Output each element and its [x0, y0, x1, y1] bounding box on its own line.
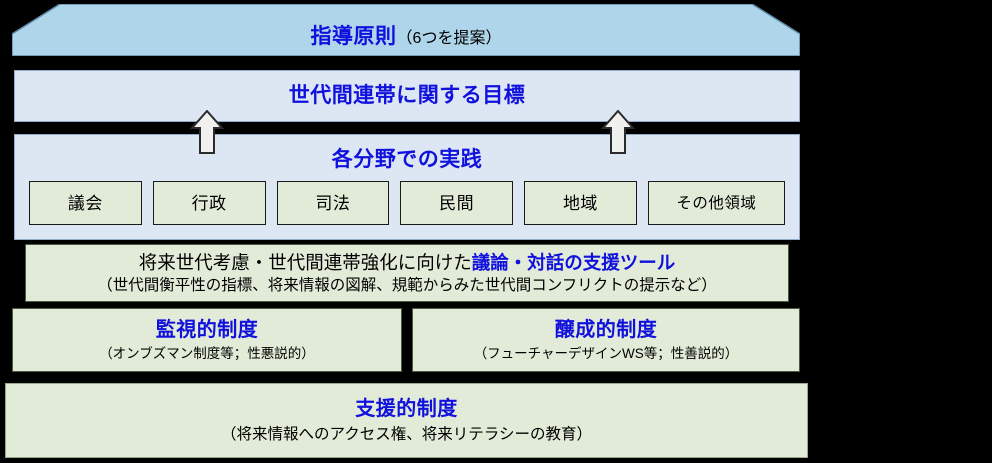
fostering-note: （フューチャーデザインWS等；性善説的）: [473, 345, 739, 361]
tool-line-2: （世代間衡平性の指標、将来情報の図解、規範からみた世代間コンフリクトの提示など）: [97, 276, 717, 294]
band-monitoring-institution: 監視的制度 （オンブズマン制度等；性悪説的）: [12, 308, 402, 372]
guiding-principles-title: 指導原則: [310, 24, 397, 48]
goals-title: 世代間連帯に関する目標: [288, 83, 526, 107]
tool-line-1: 将来世代考慮・世代間連帯強化に向けた議論・対話の支援ツール: [139, 251, 676, 274]
practice-box-other-fields[interactable]: その他領域: [647, 181, 785, 226]
banner-text-wrap: 指導原則（6つを提案）: [311, 24, 502, 50]
up-arrow-icon-left: [190, 110, 224, 154]
practice-box-row: 議会 行政 司法 民間 地域 その他領域: [15, 181, 799, 226]
guiding-principles-note: （6つを提案）: [396, 29, 502, 47]
monitoring-note: （オンブズマン制度等；性悪説的）: [99, 345, 315, 361]
tool-line1-accent: 議論・対話の支援ツール: [471, 251, 676, 273]
supportive-title: 支援的制度: [355, 397, 458, 420]
band-fostering-institution: 醸成的制度 （フューチャーデザインWS等；性善説的）: [412, 308, 800, 372]
band-dialogue-support-tool: 将来世代考慮・世代間連帯強化に向けた議論・対話の支援ツール （世代間衡平性の指標…: [25, 244, 789, 302]
practice-box-community[interactable]: 地域: [524, 181, 637, 226]
fostering-title: 醸成的制度: [554, 318, 658, 341]
practice-box-judiciary[interactable]: 司法: [276, 181, 390, 226]
practice-box-assembly[interactable]: 議会: [29, 181, 142, 226]
practice-box-private[interactable]: 民間: [400, 181, 514, 226]
practice-box-administration[interactable]: 行政: [152, 181, 266, 226]
tool-line1-prefix: 将来世代考慮・世代間連帯強化に向けた: [138, 251, 472, 273]
banner-guiding-principles: 指導原則（6つを提案）: [12, 4, 800, 56]
band-practice-fields: 各分野での実践 議会 行政 司法 民間 地域 その他領域: [14, 134, 800, 240]
practice-title: 各分野での実践: [331, 148, 483, 171]
supportive-note: （将来情報へのアクセス権、将来リテラシーの教育）: [221, 425, 592, 443]
band-intergenerational-goals: 世代間連帯に関する目標: [14, 70, 800, 122]
up-arrow-icon-right: [601, 110, 635, 154]
monitoring-title: 監視的制度: [155, 318, 259, 341]
band-supportive-institution: 支援的制度 （将来情報へのアクセス権、将来リテラシーの教育）: [5, 383, 808, 458]
